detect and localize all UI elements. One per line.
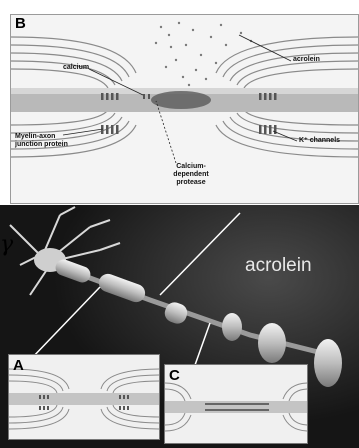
panel-b: B calcium acrolein Myelin-axon junction … xyxy=(10,14,359,204)
panel-b-letter: B xyxy=(15,15,26,32)
label-acrolein-photo: acrolein xyxy=(245,255,312,277)
label-acrolein: acrolein xyxy=(293,56,320,64)
inset-a: A xyxy=(8,354,160,440)
inset-a-letter: A xyxy=(13,357,24,374)
label-protease: Calcium-dependent protease xyxy=(159,163,223,187)
label-calcium: calcium xyxy=(63,64,89,72)
inset-c-letter: C xyxy=(169,367,180,384)
inset-c-diagram xyxy=(165,365,308,444)
damage-spot xyxy=(151,91,211,109)
label-myelin-axon-junction: Myelin-axon junction protein xyxy=(15,133,77,149)
inset-c: C xyxy=(164,364,308,444)
label-k-channels: K⁺ channels xyxy=(299,137,340,145)
stray-mark: γ xyxy=(0,232,13,257)
inset-a-diagram xyxy=(9,355,160,440)
